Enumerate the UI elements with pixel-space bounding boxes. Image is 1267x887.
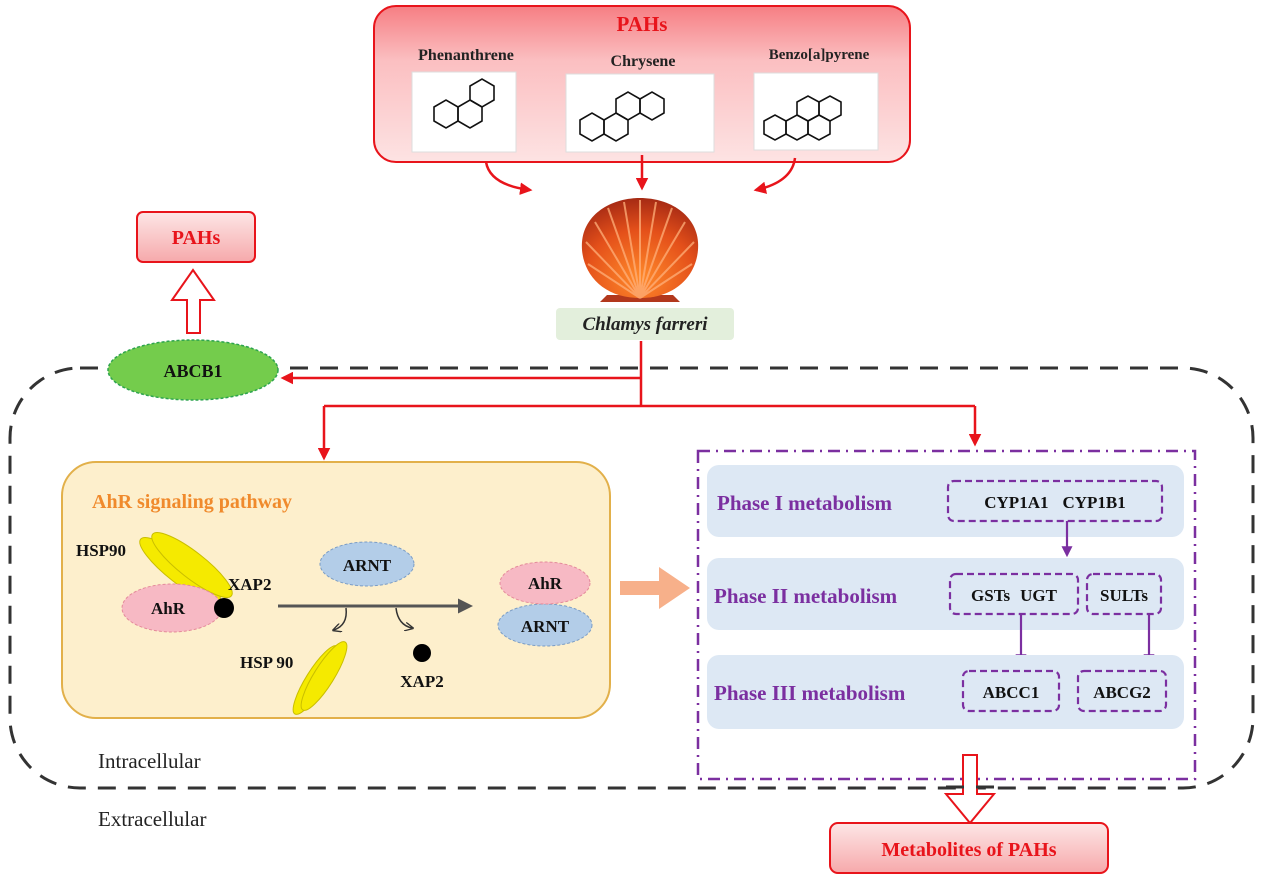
cell-membrane xyxy=(8,366,1255,790)
distribution-connectors xyxy=(280,341,982,461)
complex-ahr-label: AhR xyxy=(528,574,563,593)
svg-text:Chlamys farreri: Chlamys farreri xyxy=(582,314,708,335)
extracellular-label: Extracellular xyxy=(98,807,206,831)
complex-arnt-label: ARNT xyxy=(521,617,570,636)
ahr-to-metabolism-arrow-icon xyxy=(620,567,690,609)
complex-ahr-ellipse xyxy=(499,561,591,605)
compound-label-chrysene: Chrysene xyxy=(611,53,676,70)
hsp90-released-icon xyxy=(292,641,348,715)
release-hsp90-arrow xyxy=(334,607,347,630)
phenanthrene-structure-icon xyxy=(411,71,517,153)
gene-ugt: UGT xyxy=(1020,586,1058,605)
gene-sults: SULTs xyxy=(1100,586,1148,605)
svg-text:AhR: AhR xyxy=(151,599,186,618)
phase-1-genes: CYP1A1 CYP1B1 xyxy=(984,493,1126,512)
metabolites-hollow-arrow-icon xyxy=(943,754,997,825)
hsp90-bound-label: HSP90 xyxy=(76,541,126,560)
ahr-pathway-title: AhR signaling pathway xyxy=(92,491,292,513)
pahs-source-title: PAHs xyxy=(617,12,668,36)
arnt-protein: ARNT xyxy=(319,541,415,587)
release-xap2-arrow xyxy=(395,607,412,628)
gene-cyp1a1: CYP1A1 xyxy=(984,493,1048,512)
svg-text:Metabolites of PAHs: Metabolites of PAHs xyxy=(881,839,1056,861)
svg-text:PAHs: PAHs xyxy=(172,227,221,249)
phase-2-label: Phase II metabolism xyxy=(714,584,898,608)
compound-label-benzo-a-pyrene: Benzo[a]pyrene xyxy=(769,47,870,63)
scallop-shell-icon xyxy=(581,198,699,302)
xap2-released-icon xyxy=(413,644,431,662)
svg-text:ABCB1: ABCB1 xyxy=(163,361,222,381)
metabolites-output: Metabolites of PAHs xyxy=(829,822,1109,874)
abcb1-transporter: ABCB1 xyxy=(107,339,279,401)
phase-3-row: Phase III metabolism ABCC1 ABCG2 xyxy=(707,655,1184,729)
gene-cyp1b1: CYP1B1 xyxy=(1062,493,1125,512)
ahr-protein: AhR xyxy=(121,583,223,633)
svg-text:ARNT: ARNT xyxy=(343,556,392,575)
arrow-phenanthrene-to-scallop xyxy=(484,161,533,195)
phase-3-label: Phase III metabolism xyxy=(714,681,906,705)
phase-2-row: Phase II metabolism GSTs UGT SULTs xyxy=(707,558,1184,630)
efflux-output-pahs: PAHs xyxy=(136,211,256,263)
efflux-hollow-arrow-icon xyxy=(170,268,216,334)
phase-1-row: Phase I metabolism CYP1A1 CYP1B1 xyxy=(707,465,1184,537)
metabolism-box xyxy=(696,449,1197,781)
organism-label: Chlamys farreri xyxy=(556,308,734,340)
gene-abcg2: ABCG2 xyxy=(1093,683,1151,702)
xap2-released-label: XAP2 xyxy=(400,672,443,691)
benzo-a-pyrene-structure-icon xyxy=(753,72,879,151)
compound-label-phenanthrene: Phenanthrene xyxy=(418,47,514,64)
pahs-source-box: PAHs Phenanthrene Chrysene Benzo[a]pyren… xyxy=(373,5,911,163)
gene-gsts: GSTs xyxy=(971,586,1010,605)
hsp90-released-label: HSP 90 xyxy=(240,653,293,672)
ahr-pathway-box: AhR signaling pathway HSP90 AhR XAP2 ARN… xyxy=(61,461,611,719)
xap2-bound-icon xyxy=(214,598,234,618)
phase-2-genes-a: GSTs UGT xyxy=(971,586,1058,605)
chrysene-structure-icon xyxy=(565,73,715,153)
xap2-bound-label: XAP2 xyxy=(228,575,271,594)
phase-1-label: Phase I metabolism xyxy=(717,491,893,515)
gene-abcc1: ABCC1 xyxy=(983,683,1040,702)
intracellular-label: Intracellular xyxy=(98,749,201,773)
arrow-benzopyrene-to-scallop xyxy=(753,157,797,194)
